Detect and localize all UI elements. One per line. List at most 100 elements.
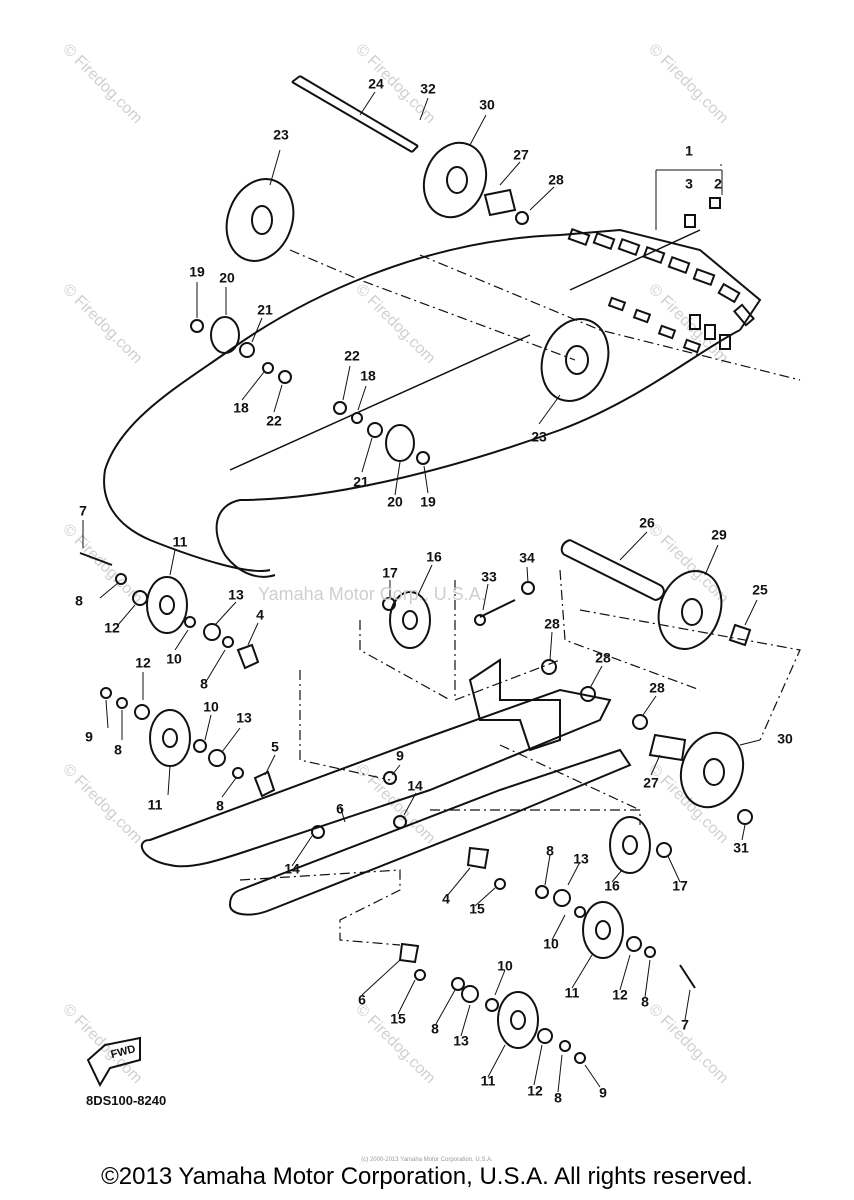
callout-21: 21 [257,302,273,318]
callout-11: 11 [565,985,580,1001]
callout-6: 6 [336,801,344,817]
callout-4: 4 [442,891,450,907]
callout-8: 8 [200,676,208,692]
wheel-23-lower [540,318,610,402]
watermark: © Firedog.com [645,1001,731,1087]
callout-27: 27 [643,775,659,791]
watermark: © Firedog.com [59,281,145,367]
callout-4: 4 [256,607,264,623]
wheel-29 [657,570,723,650]
callout-33: 33 [481,569,497,585]
callout-28: 28 [544,616,560,632]
callout-6: 6 [358,992,366,1008]
callout-13: 13 [453,1033,469,1049]
phantom-lines [239,249,801,946]
shaft-24 [291,75,419,153]
leader-lines [82,91,761,1093]
callout-11: 11 [148,797,163,813]
callout-12: 12 [612,987,628,1003]
callout-8: 8 [554,1090,562,1106]
callout-8: 8 [216,798,224,814]
callout-13: 13 [236,710,252,726]
callout-32: 32 [420,81,436,97]
callout-12: 12 [527,1083,543,1099]
callout-2: 2 [714,176,722,192]
fine-print: (c) 2000-2013 Yamaha Motor Corporation, … [361,1157,493,1163]
watermark: © Firedog.com [645,41,731,127]
callout-11: 11 [481,1073,496,1089]
slide-rails [140,658,632,916]
callout-9: 9 [396,748,404,764]
shafts [79,75,752,989]
center-watermark: Yamaha Motor Corp., U.S.A. [258,584,486,604]
callout-14: 14 [284,861,300,877]
callout-22: 22 [266,413,282,429]
copyright-notice: ©2013 Yamaha Motor Corporation, U.S.A. A… [101,1163,753,1190]
callout-9: 9 [599,1085,607,1101]
callout-8: 8 [114,742,122,758]
callout-8: 8 [75,593,83,609]
watermark: © Firedog.com [59,41,145,127]
collar-27-upper [483,188,517,217]
bolt-33 [479,599,516,618]
callout-11: 11 [173,534,188,550]
bolt-7-right [679,964,696,989]
callout-9: 9 [85,729,93,745]
callout-7: 7 [681,1017,689,1033]
callout-12: 12 [104,620,120,636]
diagram-code: 8DS100-8240 [86,1093,167,1108]
callout-28: 28 [548,172,564,188]
wheel-16-a [389,591,431,649]
callout-13: 13 [573,851,589,867]
wheel-30-upper [422,141,488,219]
callout-30: 30 [777,731,793,747]
callout-29: 29 [711,527,727,543]
callout-28: 28 [649,680,665,696]
callout-10: 10 [543,936,559,952]
callout-34: 34 [519,550,535,566]
callout-19: 19 [189,264,205,280]
wheel-23-upper [225,178,295,262]
wheel-11-a [146,576,188,634]
watermark: © Firedog.com [59,521,145,607]
callouts: 1 3 2 24 32 30 23 27 28 19 20 21 18 22 2… [75,76,793,1106]
callout-17: 17 [382,565,398,581]
bolt-7-left [79,552,113,566]
callout-21: 21 [353,474,369,490]
callout-18: 18 [360,368,376,384]
callout-8: 8 [641,994,649,1010]
callout-26: 26 [639,515,655,531]
callout-19: 19 [420,494,436,510]
callout-5: 5 [271,739,279,755]
shaft-26 [560,539,665,601]
wheel-11-d [497,991,539,1049]
callout-30: 30 [479,97,495,113]
wheel-16-b [609,816,651,874]
idler-wheels [146,141,745,1049]
callout-20: 20 [219,270,235,286]
callout-8: 8 [431,1021,439,1037]
callout-20: 20 [387,494,403,510]
callout-28: 28 [595,650,611,666]
callout-22: 22 [344,348,360,364]
callout-13: 13 [228,587,244,603]
callout-12: 12 [135,655,151,671]
callout-31: 31 [733,840,749,856]
callout-16: 16 [426,549,442,565]
callout-24: 24 [368,76,384,92]
wheel-30-lower [679,731,745,809]
callout-17: 17 [672,878,688,894]
callout-1: 1 [685,143,693,159]
callout-10: 10 [203,699,219,715]
callout-15: 15 [469,901,485,917]
track-lugs [567,227,756,354]
callout-18: 18 [233,400,249,416]
callout-23: 23 [273,127,289,143]
watermark: © Firedog.com [59,761,145,847]
callout-23: 23 [531,429,547,445]
callout-8: 8 [546,843,554,859]
callout-3: 3 [685,176,693,192]
callout-10: 10 [166,651,182,667]
track-belt [103,228,762,578]
